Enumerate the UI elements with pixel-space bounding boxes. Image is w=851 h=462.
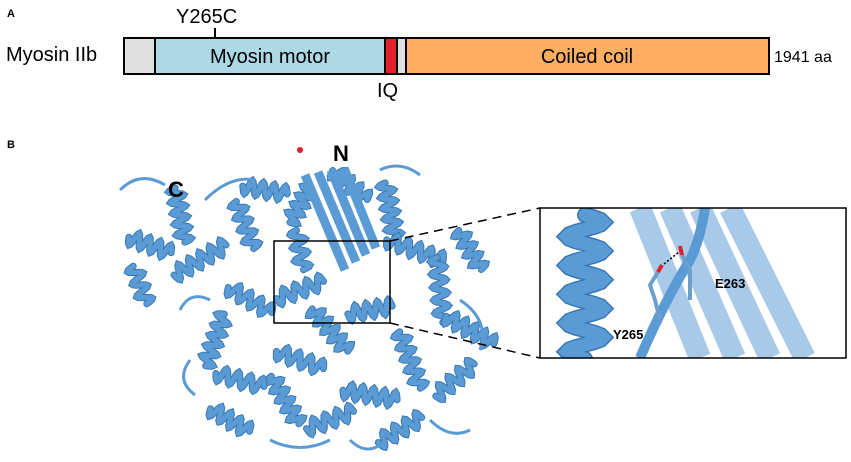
e263-oxygen (678, 245, 684, 256)
helix-12 (390, 329, 430, 391)
helix-2 (171, 237, 229, 283)
helix-3 (227, 199, 263, 251)
loop-6 (269, 438, 331, 449)
oxygen-atom-marker (297, 147, 303, 153)
loop-5 (182, 359, 196, 397)
helix-11 (433, 358, 477, 402)
domain-coiled-coil (405, 37, 770, 75)
beta-strand-0 (300, 173, 350, 272)
domain-myosin-motor (154, 37, 386, 75)
helix-18 (224, 283, 276, 317)
y265-sidechain (647, 270, 662, 321)
zoom-inset (539, 207, 847, 359)
loop-4 (428, 418, 471, 435)
domain-n-term (123, 37, 156, 75)
loop-7 (178, 295, 211, 311)
inset-strand-1 (659, 208, 746, 358)
loop-0 (118, 177, 166, 192)
residue-e263-label: E263 (715, 276, 745, 291)
panel-b-label: B (7, 139, 15, 151)
inset-structure (555, 208, 815, 358)
zoom-connector-top (389, 207, 541, 242)
y265-oxygen (656, 264, 664, 273)
helix-19 (274, 272, 326, 308)
beta-strand-3 (339, 166, 381, 250)
loop-1 (203, 177, 256, 202)
helix-25 (124, 263, 156, 307)
loop-3 (459, 298, 484, 351)
loop-8 (348, 438, 381, 451)
inset-strand-3 (720, 208, 815, 358)
n-terminus-label: N (333, 141, 349, 166)
domain-bar (123, 37, 770, 75)
inset-helix (557, 208, 613, 358)
hydrogen-bond (663, 251, 680, 265)
helix-1 (126, 230, 174, 260)
helix-26 (451, 228, 489, 272)
helix-13 (340, 381, 400, 409)
zoom-region-box (273, 240, 391, 324)
iq-label: IQ (377, 80, 398, 102)
helix-15 (263, 373, 307, 427)
domain-iq (384, 37, 398, 75)
helix-23 (206, 403, 254, 437)
helix-4 (240, 177, 290, 203)
e263-sidechain (680, 254, 692, 300)
domain-linker (396, 37, 407, 75)
c-terminus-label: C (168, 177, 184, 202)
panel-a-label: A (7, 8, 15, 20)
zoom-connector-bottom (389, 322, 541, 359)
helix-21 (345, 296, 395, 324)
beta-strand-1 (313, 170, 361, 264)
motor-domain-label: Myosin motor (210, 46, 330, 68)
helix-14 (304, 402, 356, 438)
residue-y265-label: Y265 (613, 327, 643, 342)
inset-strand-0 (629, 208, 711, 358)
helix-7 (375, 180, 405, 240)
helix-22 (273, 345, 327, 375)
helix-0 (165, 185, 195, 245)
helix-9 (427, 255, 453, 325)
loop-2 (379, 164, 421, 177)
coiled-coil-label: Coiled coil (541, 46, 633, 68)
length-label: 1941 aa (774, 49, 832, 66)
helix-17 (198, 311, 232, 369)
inset-strand-2 (690, 208, 780, 358)
inset-frame (539, 207, 847, 359)
protein-name: Myosin IIb (6, 44, 97, 66)
helix-16 (213, 365, 267, 395)
mutation-label: Y265C (176, 6, 237, 28)
protein-structure (118, 147, 499, 452)
helix-20 (305, 306, 355, 354)
helix-27 (287, 227, 313, 273)
helix-24 (375, 410, 425, 450)
